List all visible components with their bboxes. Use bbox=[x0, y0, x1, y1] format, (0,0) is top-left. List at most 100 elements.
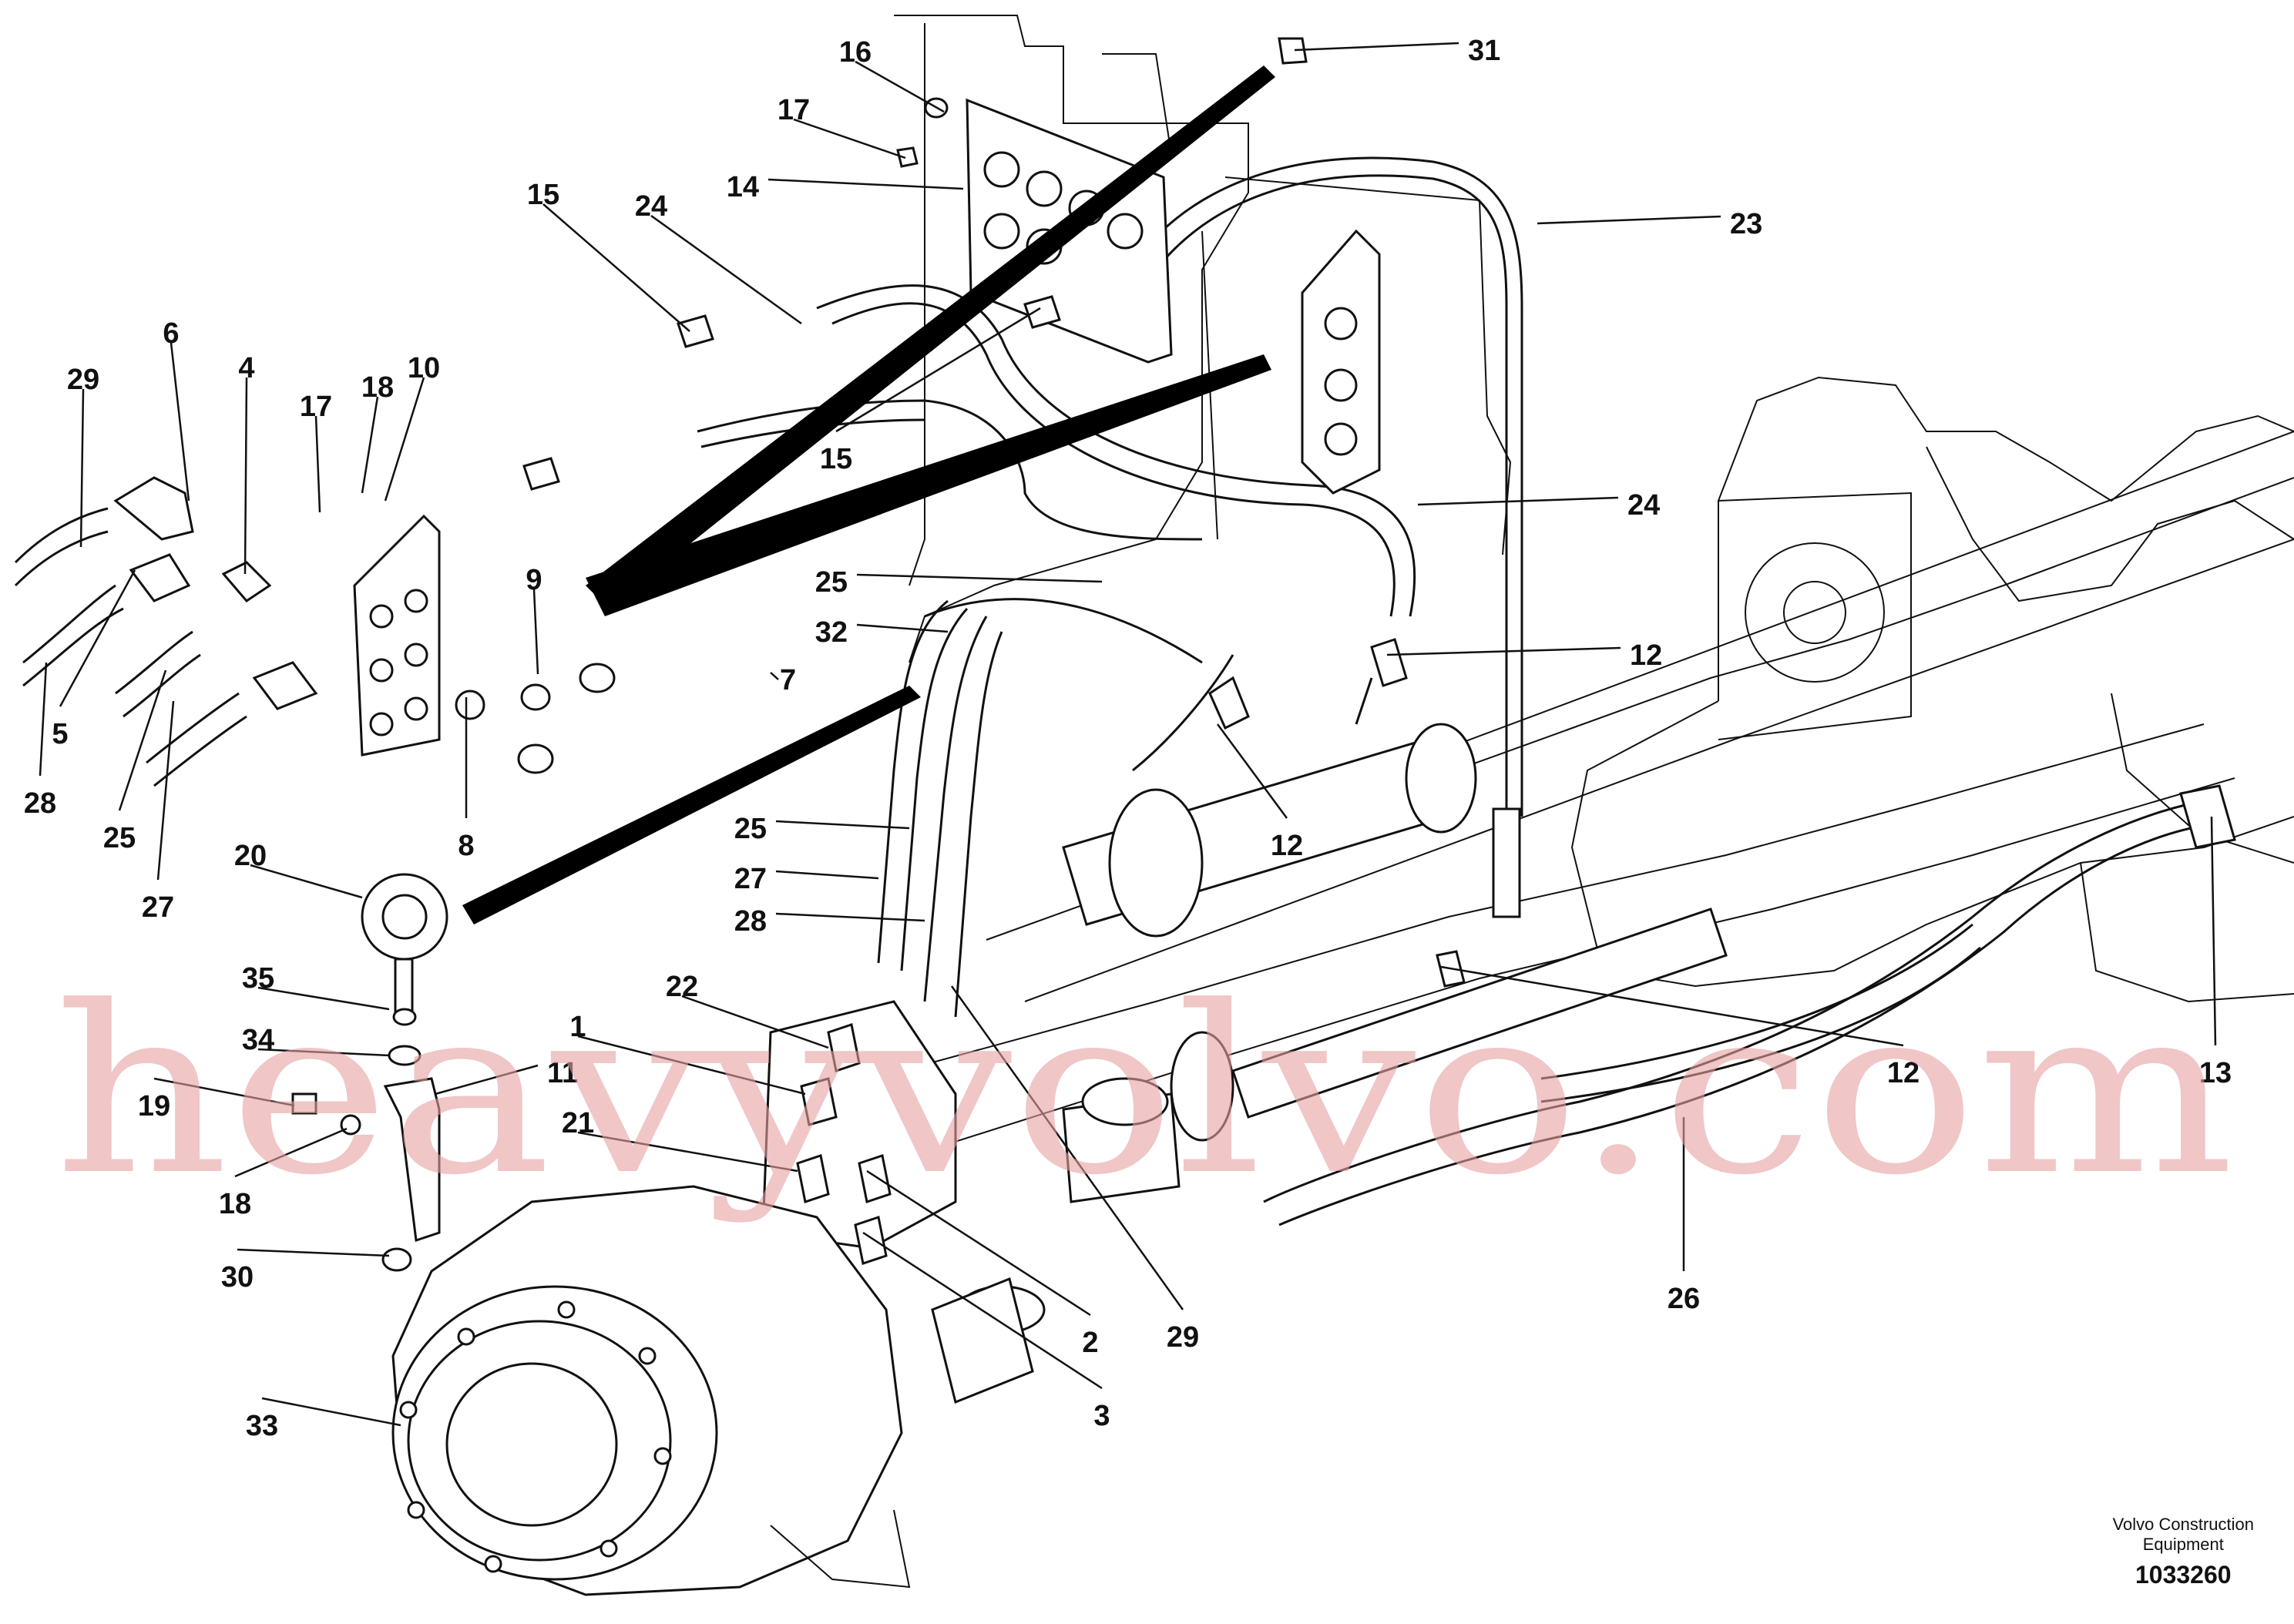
callout-label-13: 13 bbox=[2199, 1057, 2232, 1089]
callout-label-10: 10 bbox=[408, 352, 440, 384]
callout-leader-17 bbox=[793, 118, 906, 159]
callout-label-33: 33 bbox=[246, 1410, 278, 1442]
callout-leader-27 bbox=[775, 870, 879, 880]
callout-label-23: 23 bbox=[1730, 208, 1762, 240]
callout-label-21: 21 bbox=[562, 1107, 594, 1139]
callout-label-27: 27 bbox=[734, 863, 767, 895]
callout-label-12: 12 bbox=[1887, 1057, 1920, 1089]
callout-leader-12 bbox=[1386, 646, 1621, 656]
callout-leader-25 bbox=[775, 820, 910, 830]
callout-label-4: 4 bbox=[238, 352, 254, 384]
callout-label-16: 16 bbox=[839, 36, 872, 69]
callout-label-17: 17 bbox=[778, 94, 810, 126]
callout-label-5: 5 bbox=[52, 718, 68, 750]
callout-leader-15 bbox=[835, 307, 1041, 433]
callout-label-7: 7 bbox=[780, 664, 796, 696]
callout-label-22: 22 bbox=[666, 971, 698, 1003]
callout-label-28: 28 bbox=[24, 787, 56, 820]
callout-leader-28 bbox=[39, 662, 48, 777]
callout-label-19: 19 bbox=[138, 1090, 170, 1122]
footer-block: Volvo Construction Equipment 1033260 bbox=[2113, 1515, 2254, 1589]
callout-label-30: 30 bbox=[221, 1261, 254, 1293]
callout-leader-21 bbox=[577, 1131, 798, 1173]
callout-label-18: 18 bbox=[219, 1188, 251, 1220]
callout-label-3: 3 bbox=[1093, 1400, 1110, 1432]
callout-leader-31 bbox=[1294, 42, 1459, 52]
frame-structure bbox=[761, 15, 2294, 1404]
callout-leader-33 bbox=[261, 1397, 401, 1427]
callout-label-32: 32 bbox=[815, 616, 848, 649]
section-pointers bbox=[462, 65, 1275, 924]
callout-leader-32 bbox=[856, 623, 949, 633]
callout-leader-27 bbox=[156, 700, 175, 881]
callout-leader-17 bbox=[314, 415, 321, 513]
callout-leader-2 bbox=[866, 1169, 1091, 1317]
callout-leader-1 bbox=[577, 1035, 806, 1096]
callout-label-15: 15 bbox=[527, 179, 559, 211]
callout-leader-34 bbox=[257, 1048, 390, 1057]
callout-label-2: 2 bbox=[1082, 1327, 1098, 1359]
brand-line-1: Volvo Construction bbox=[2112, 1515, 2254, 1534]
callout-label-9: 9 bbox=[526, 564, 542, 596]
callout-leader-19 bbox=[153, 1077, 295, 1107]
callout-leader-7 bbox=[770, 672, 779, 680]
callout-leader-11 bbox=[435, 1064, 539, 1096]
callout-label-15: 15 bbox=[820, 443, 852, 475]
callout-leader-18 bbox=[234, 1127, 348, 1178]
watermark-text: heavyvolvo.com bbox=[54, 957, 2235, 1226]
callout-label-29: 29 bbox=[1167, 1321, 1199, 1354]
callout-leader-20 bbox=[250, 864, 363, 899]
callout-label-18: 18 bbox=[361, 371, 394, 404]
callout-leader-29 bbox=[79, 388, 85, 548]
callout-leader-25 bbox=[856, 573, 1103, 583]
document-number: 1033260 bbox=[2134, 1561, 2232, 1589]
callout-label-28: 28 bbox=[734, 905, 767, 938]
callout-leader-18 bbox=[361, 396, 379, 494]
callout-leader-4 bbox=[244, 377, 248, 575]
callout-leader-15 bbox=[542, 203, 690, 332]
callout-leader-24 bbox=[650, 214, 802, 325]
callout-label-24: 24 bbox=[1627, 489, 1660, 522]
callout-label-31: 31 bbox=[1468, 35, 1500, 67]
callout-leader-35 bbox=[257, 986, 390, 1011]
hydraulic-hoses bbox=[14, 156, 2212, 1226]
callout-leader-10 bbox=[384, 377, 425, 502]
callout-leader-14 bbox=[767, 178, 964, 190]
callout-leader-13 bbox=[2210, 816, 2217, 1046]
callout-label-35: 35 bbox=[242, 962, 274, 995]
callout-label-25: 25 bbox=[815, 566, 848, 599]
callout-leader-12 bbox=[1440, 965, 1904, 1047]
callout-label-12: 12 bbox=[1271, 830, 1303, 862]
callout-label-8: 8 bbox=[458, 830, 474, 862]
callout-leader-25 bbox=[118, 669, 167, 811]
callout-label-12: 12 bbox=[1630, 639, 1662, 672]
callout-label-17: 17 bbox=[300, 391, 332, 423]
callout-leader-22 bbox=[681, 995, 829, 1049]
wheel-hub bbox=[391, 1185, 911, 1596]
callout-leader-6 bbox=[170, 342, 190, 502]
callout-label-6: 6 bbox=[163, 317, 179, 350]
brand-line-2: Equipment bbox=[2142, 1535, 2224, 1554]
callout-label-24: 24 bbox=[635, 190, 667, 223]
callout-leader-9 bbox=[532, 589, 539, 675]
callout-leader-24 bbox=[1417, 496, 1619, 506]
callout-label-11: 11 bbox=[547, 1057, 578, 1089]
callout-leader-29 bbox=[950, 985, 1184, 1310]
callout-label-20: 20 bbox=[234, 840, 267, 872]
callout-label-1: 1 bbox=[569, 1011, 586, 1043]
callout-label-34: 34 bbox=[242, 1024, 274, 1056]
callout-label-25: 25 bbox=[734, 813, 767, 845]
callout-leader-30 bbox=[237, 1248, 390, 1257]
callout-label-27: 27 bbox=[142, 891, 174, 924]
callout-leader-28 bbox=[775, 912, 925, 922]
callout-leader-16 bbox=[855, 60, 945, 113]
callout-label-29: 29 bbox=[67, 364, 99, 396]
callout-leader-23 bbox=[1537, 215, 1721, 225]
callout-leader-5 bbox=[59, 569, 136, 707]
callout-label-14: 14 bbox=[727, 171, 759, 203]
callout-label-26: 26 bbox=[1668, 1283, 1700, 1315]
callout-label-25: 25 bbox=[103, 822, 136, 854]
